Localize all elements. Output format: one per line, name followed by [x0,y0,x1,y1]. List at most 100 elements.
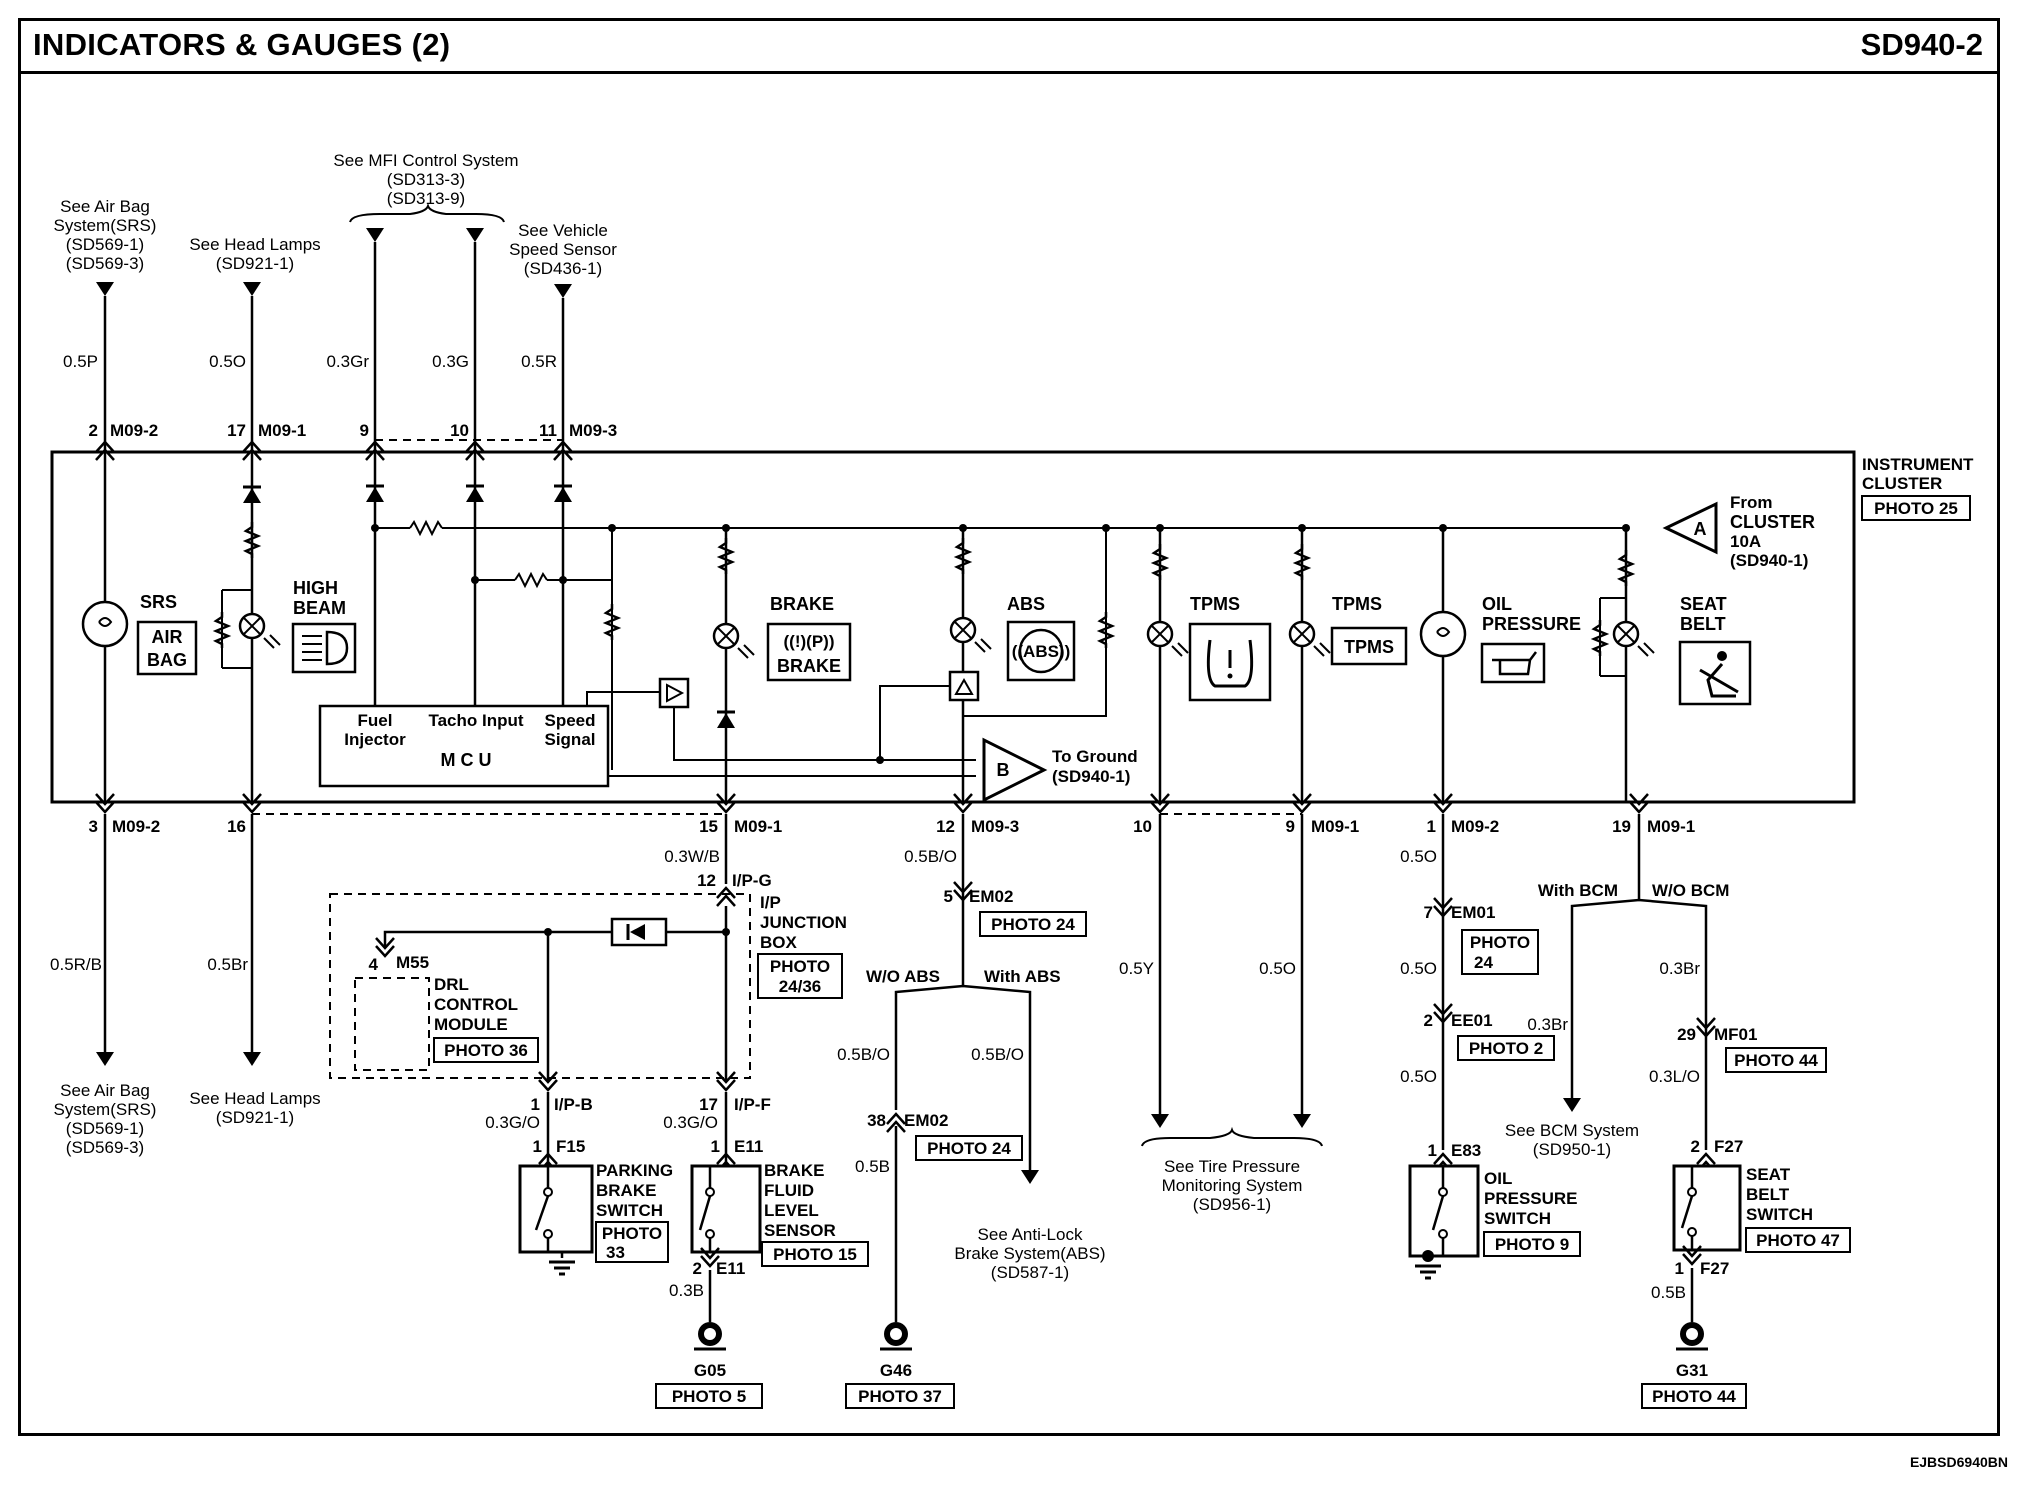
svg-text:(SD587-1): (SD587-1) [991,1263,1069,1282]
svg-text:G05: G05 [694,1361,726,1380]
svg-text:See Vehicle: See Vehicle [518,221,608,240]
svg-text:PHOTO: PHOTO [1470,933,1530,952]
pin-label: 15 [699,817,718,836]
svg-text:CLUSTER: CLUSTER [1730,512,1815,532]
connector-label: M09-3 [971,817,1019,836]
svg-text:(SD950-1): (SD950-1) [1533,1140,1611,1159]
svg-text:See Tire Pressure: See Tire Pressure [1164,1157,1300,1176]
pin-label: 16 [227,817,246,836]
pin-label: 19 [1612,817,1631,836]
ref-airbag-bottom: See Air Bag System(SRS) (SD569-1) (SD569… [54,1081,157,1157]
svg-text:F27: F27 [1714,1137,1743,1156]
connector-label: M09-1 [1311,817,1359,836]
top-wires [96,228,572,452]
svg-text:(SD921-1): (SD921-1) [216,254,294,273]
svg-text:Signal: Signal [544,730,595,749]
svg-text:17: 17 [699,1095,718,1114]
svg-text:1: 1 [531,1095,540,1114]
svg-text:I/P-F: I/P-F [734,1095,771,1114]
svg-text:Monitoring System: Monitoring System [1162,1176,1303,1195]
svg-text:(SD940-1): (SD940-1) [1730,551,1808,570]
connector-label: M09-3 [569,421,617,440]
svg-text:CLUSTER: CLUSTER [1862,474,1942,493]
svg-text:AIR: AIR [152,627,183,647]
svg-text:See Air Bag: See Air Bag [60,197,150,216]
svg-text:SWITCH: SWITCH [1484,1209,1551,1228]
svg-text:I/P-G: I/P-G [732,871,772,890]
svg-text:0.5B: 0.5B [855,1157,890,1176]
svg-text:From: From [1730,493,1773,512]
svg-text:29: 29 [1677,1025,1696,1044]
svg-text:0.3Br: 0.3Br [1527,1015,1568,1034]
mfi-brace [349,202,505,223]
svg-text:See MFI Control System: See MFI Control System [333,151,518,170]
svg-text:LEVEL: LEVEL [764,1201,819,1220]
tpms-indicator-1: TPMS [1146,524,1272,802]
svg-text:Speed Sensor: Speed Sensor [509,240,617,259]
wire-label: 0.5O [209,352,246,371]
svg-text:0.5R/B: 0.5R/B [50,955,102,974]
pin-label: 12 [936,817,955,836]
svg-text:Speed: Speed [544,711,595,730]
svg-text:0.5O: 0.5O [1400,847,1437,866]
svg-text:MF01: MF01 [1714,1025,1757,1044]
svg-text:PHOTO 5: PHOTO 5 [672,1387,746,1406]
svg-text:TPMS: TPMS [1332,594,1382,614]
connector-label: M09-2 [110,421,158,440]
svg-text:E83: E83 [1451,1141,1481,1160]
svg-text:EM02: EM02 [904,1111,948,1130]
svg-text:4: 4 [369,955,379,974]
svg-text:FLUID: FLUID [764,1181,814,1200]
oil-pressure-branch: 0.5O 7 EM01 PHOTO 24 0.5O 2 EE01 PHOTO 2… [1400,814,1581,1280]
svg-text:0.5Y: 0.5Y [1119,959,1154,978]
svg-text:PHOTO 37: PHOTO 37 [858,1387,942,1406]
svg-text:SWITCH: SWITCH [1746,1205,1813,1224]
svg-text:(SD921-1): (SD921-1) [216,1108,294,1127]
svg-text:PHOTO 36: PHOTO 36 [444,1041,528,1060]
svg-text:BRAKE: BRAKE [764,1161,824,1180]
svg-text:PRESSURE: PRESSURE [1484,1189,1578,1208]
svg-text:2: 2 [693,1259,702,1278]
connector-label: M09-1 [1647,817,1695,836]
svg-text:See Anti-Lock: See Anti-Lock [978,1225,1083,1244]
svg-text:ABS: ABS [1007,594,1045,614]
wire-label: 0.3G [432,352,469,371]
svg-text:0.3Br: 0.3Br [1659,959,1700,978]
svg-text:33: 33 [606,1243,625,1262]
svg-text:System(SRS): System(SRS) [54,216,157,235]
svg-text:DRL: DRL [434,975,469,994]
svg-text:5: 5 [944,887,953,906]
wire-label: 0.3Gr [326,352,369,371]
svg-text:0.5O: 0.5O [1400,959,1437,978]
svg-text:JUNCTION: JUNCTION [760,913,847,932]
tpms-bottom-wires: 0.5Y 0.5O [1119,814,1323,1147]
svg-text:0.3G/O: 0.3G/O [663,1113,718,1132]
svg-text:EM01: EM01 [1451,903,1495,922]
pin-label: 17 [227,421,246,440]
svg-text:BRAKE: BRAKE [596,1181,656,1200]
brake-circuit: 0.3W/B 12 I/P-G I/P JUNCTION BOX PHOTO 2… [329,814,847,1166]
svg-text:SWITCH: SWITCH [596,1201,663,1220]
svg-text:OIL: OIL [1484,1169,1512,1188]
abs-indicator: ABS ((ABS)) [876,524,1114,802]
svg-text:See Head Lamps: See Head Lamps [189,1089,320,1108]
svg-text:E11: E11 [734,1137,763,1156]
svg-text:SRS: SRS [140,592,177,612]
svg-text:PHOTO 24: PHOTO 24 [927,1139,1011,1158]
svg-text:PHOTO 15: PHOTO 15 [773,1245,857,1264]
svg-text:(SD940-1): (SD940-1) [1052,767,1130,786]
svg-text:PHOTO: PHOTO [770,957,830,976]
figure-code: EJBSD6940BN [1909,1454,2008,1470]
node-b-to-ground: B To Ground (SD940-1) [982,737,1138,803]
svg-text:10A: 10A [1730,532,1761,551]
svg-text:0.5B: 0.5B [1651,1283,1686,1302]
svg-text:Tacho Input: Tacho Input [428,711,523,730]
tpms-indicator-2: TPMS TPMS [1288,524,1408,802]
svg-text:(SD436-1): (SD436-1) [524,259,602,278]
svg-text:1: 1 [1675,1259,1684,1278]
svg-text:Brake System(ABS): Brake System(ABS) [954,1244,1105,1263]
abs-branch: 0.5B/O 5 EM02 PHOTO 24 W/O ABS With ABS … [837,814,1087,1409]
svg-text:PHOTO 44: PHOTO 44 [1652,1387,1736,1406]
ref-headlamps-bottom: See Head Lamps (SD921-1) [189,1089,320,1127]
svg-text:W/O BCM: W/O BCM [1652,881,1729,900]
